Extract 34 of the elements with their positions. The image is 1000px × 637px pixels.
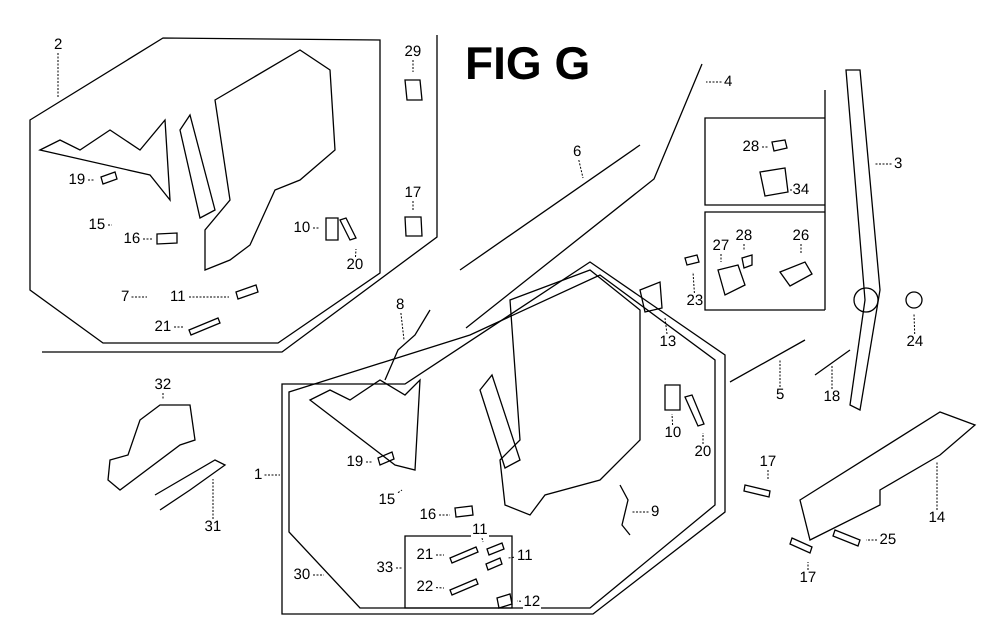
leader-line: [762, 146, 768, 148]
callout-number: 12: [522, 594, 542, 610]
leader-line: [412, 60, 414, 72]
leader-line: [578, 160, 584, 178]
leader-line: [438, 514, 450, 516]
leader-line: [412, 200, 414, 210]
leader-line: [436, 554, 444, 556]
leader-line: [936, 462, 938, 510]
leader-line: [188, 296, 230, 298]
leader-line: [108, 224, 112, 226]
leader-line: [692, 272, 695, 294]
leader-line: [174, 326, 184, 328]
leader-line: [702, 432, 704, 444]
leader-line: [355, 248, 356, 258]
callout-number: 11: [471, 522, 489, 538]
leader-line: [398, 490, 402, 494]
leader-line: [720, 254, 722, 262]
leader-line: [800, 244, 802, 254]
leader-line: [664, 318, 668, 334]
leader-line: [212, 478, 214, 520]
leader-line: [436, 587, 444, 588]
figure-title: FIG G: [465, 38, 590, 88]
leader-line: [400, 312, 404, 340]
leader-line: [264, 474, 280, 476]
leader-line: [516, 600, 522, 602]
leader-line: [914, 314, 916, 334]
leader-line: [482, 538, 484, 542]
leader-line: [142, 238, 152, 240]
leader-line: [672, 414, 674, 426]
callout-number: 6: [572, 144, 582, 160]
leader-line: [508, 556, 514, 558]
leader-line: [131, 296, 148, 298]
leader-line: [312, 574, 324, 576]
leader-line: [162, 392, 164, 400]
